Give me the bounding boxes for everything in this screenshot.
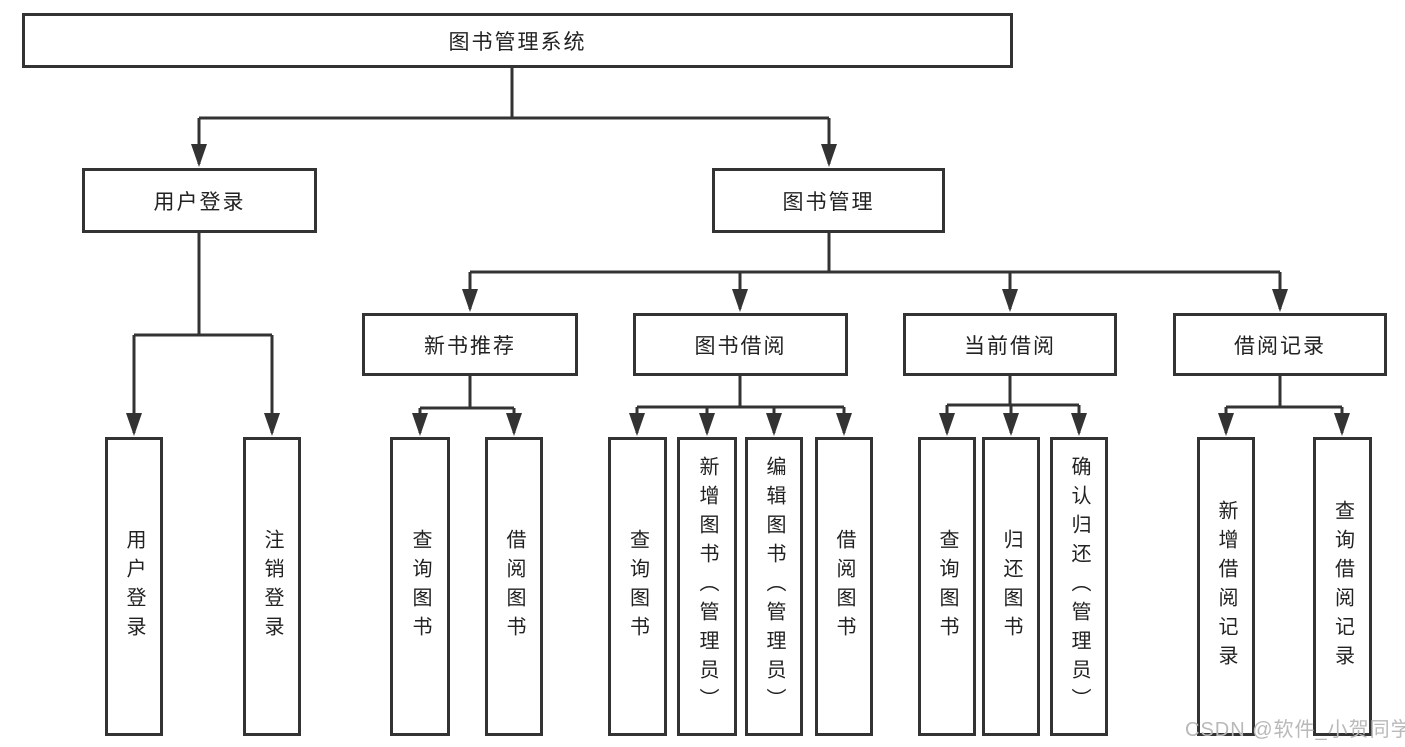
node-current-borrow: 当前借阅 — [903, 313, 1117, 376]
leaf-add-borrow-record: 新增借阅记录 — [1197, 437, 1255, 736]
leaf-edit-books-admin: 编辑图书（管理员） — [745, 437, 803, 736]
leaf-user-login: 用户登录 — [105, 437, 163, 736]
node-book-borrow-label: 图书借阅 — [694, 334, 787, 358]
leaf-confirm-return-admin: 确认归还（管理员） — [1050, 437, 1108, 736]
node-current-borrow-label: 当前借阅 — [964, 334, 1056, 358]
node-new-book-recommend-label: 新书推荐 — [424, 334, 516, 358]
leaf-logout: 注销登录 — [243, 437, 301, 736]
node-book-management: 图书管理 — [712, 168, 945, 233]
leaf-borrow-books: 借阅图书 — [815, 437, 873, 736]
leaf-query-books-borrow: 查询图书 — [608, 437, 667, 736]
node-new-book-recommend: 新书推荐 — [362, 313, 578, 376]
leaf-query-books-recommend: 查询图书 — [390, 437, 450, 736]
node-book-borrow: 图书借阅 — [633, 313, 848, 376]
node-root-system: 图书管理系统 — [22, 13, 1013, 68]
node-borrow-records-label: 借阅记录 — [1234, 334, 1326, 358]
node-book-management-label: 图书管理 — [782, 190, 875, 214]
watermark-text: CSDN @软件_小贺同学 — [1185, 719, 1405, 741]
leaf-query-borrow-record: 查询借阅记录 — [1313, 437, 1372, 736]
node-borrow-records: 借阅记录 — [1173, 313, 1387, 376]
leaf-add-books-admin: 新增图书（管理员） — [677, 437, 737, 736]
node-user-login-label: 用户登录 — [153, 190, 246, 214]
leaf-borrow-books-recommend: 借阅图书 — [485, 437, 543, 736]
leaf-query-books-current: 查询图书 — [918, 437, 976, 736]
leaf-return-books: 归还图书 — [982, 437, 1040, 736]
node-root-label: 图书管理系统 — [448, 30, 587, 54]
node-user-login: 用户登录 — [82, 168, 317, 233]
